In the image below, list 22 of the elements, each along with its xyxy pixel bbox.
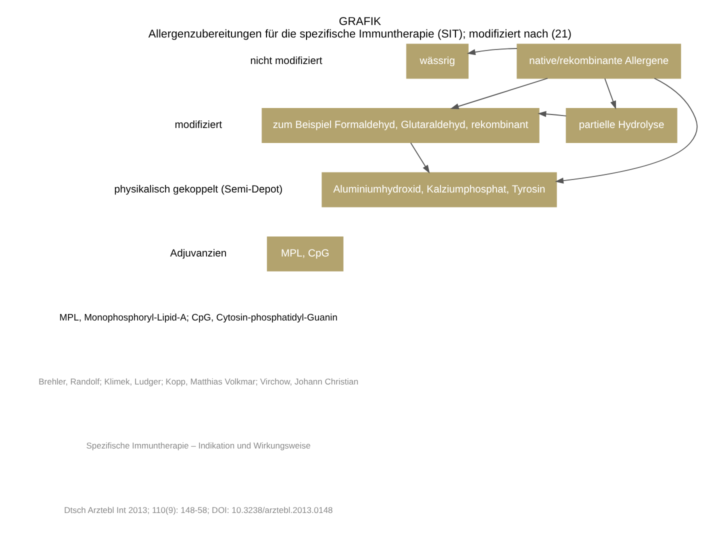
label: nicht modifiziert xyxy=(250,56,322,67)
node-box: MPL, CpG xyxy=(266,236,344,272)
arrow xyxy=(604,78,616,110)
label: modifiziert xyxy=(174,120,222,132)
arrow xyxy=(538,111,567,117)
label: MPL, Monophosphoryl-Lipid-A; CpG, Cytosin-phosphatidyl-Guanin xyxy=(59,312,338,324)
label: Dtsch Arztebl Int 2013; 110(9): 148-58; DOI: 10.3238/arztebl.2013.0148 xyxy=(64,504,333,515)
node-box: native/rekombinante Allergene xyxy=(516,44,682,79)
arrow xyxy=(450,78,548,110)
arrow xyxy=(410,142,430,174)
node-box: zum Beispiel Formaldehyd, Glutaraldehyd, rekombinant xyxy=(262,108,540,143)
arrow xyxy=(466,48,518,56)
node-box: wässrig xyxy=(406,44,469,79)
caption: Allergenzubereitungen für die spezifische Immuntherapie (SIT); modifiziert nach (21) xyxy=(148,28,572,40)
node-box: Aluminiumhydroxid, Kalziumphosphat, Tyrosin xyxy=(322,172,557,208)
label: Brehler, Randolf; Klimek, Ludger; Kopp, Matthias Volkmar; Virchow, Johann Christian xyxy=(38,376,358,386)
diagram-title: GRAFIK xyxy=(338,16,382,28)
label: physikalisch gekoppelt (Semi-Depot) xyxy=(114,184,283,196)
label: Adjuvanzien xyxy=(170,248,227,260)
node-box: partielle Hydrolyse xyxy=(566,108,678,143)
arrow xyxy=(554,78,698,184)
label: Spezifische Immuntherapie – Indikation und Wirkungsweise xyxy=(86,440,311,451)
